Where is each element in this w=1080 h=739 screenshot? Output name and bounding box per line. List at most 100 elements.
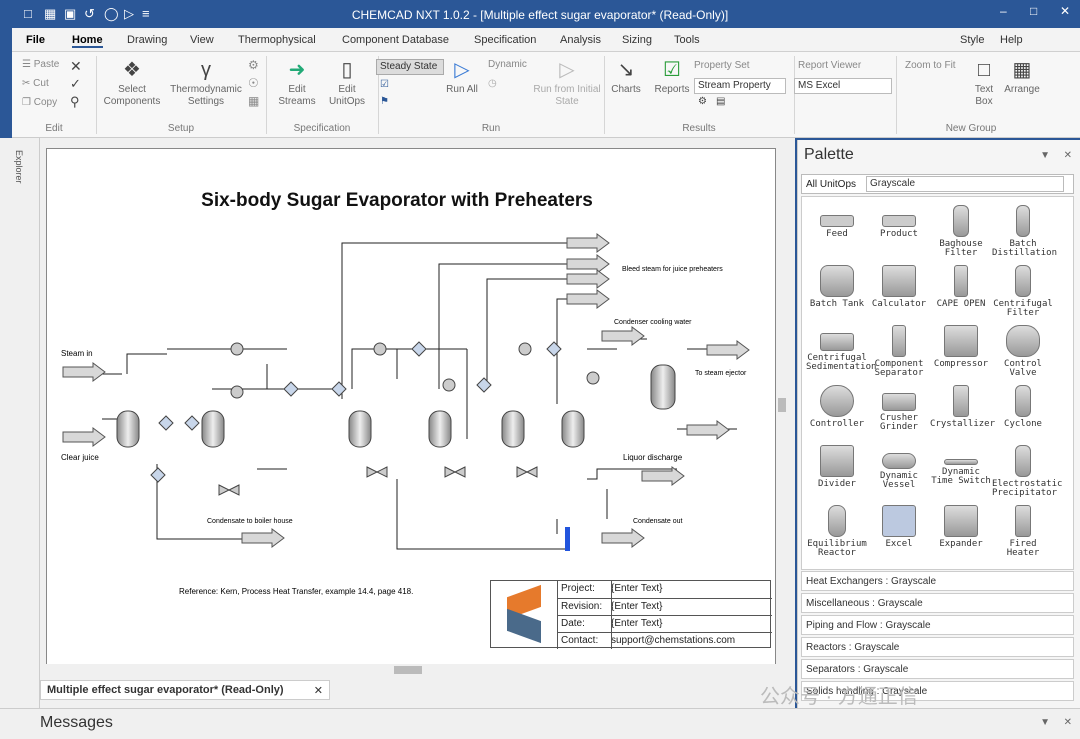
tab-home[interactable]: Home (72, 34, 103, 48)
palette-item-fired-heater[interactable]: Fired Heater (992, 501, 1054, 561)
dynamic-button[interactable]: Dynamic (488, 59, 527, 70)
run-all-button[interactable]: ▷Run All (444, 58, 480, 96)
tab-component-database[interactable]: Component Database (342, 34, 450, 46)
close-panel-icon[interactable]: ✕ (1063, 150, 1072, 161)
redo-icon[interactable]: ◯ (104, 6, 119, 21)
palette-item-batch-distillation[interactable]: Batch Distillation (992, 201, 1057, 261)
gear-icon[interactable]: ⚙ (698, 96, 707, 107)
grid-icon[interactable]: ▦ (248, 94, 260, 108)
palette-category-piping-flow[interactable]: Piping and Flow : Grayscale (801, 615, 1074, 635)
contact-value[interactable]: support@chemstations.com (611, 635, 736, 646)
delete-icon[interactable]: ✕ (70, 58, 82, 74)
steady-state-button[interactable]: Steady State (376, 59, 444, 75)
help-menu[interactable]: Help (1000, 34, 1023, 46)
palette-item-label: Dynamic Vessel (880, 471, 918, 490)
close-button[interactable]: ✕ (1060, 4, 1071, 18)
palette-style-select[interactable]: Grayscale (866, 176, 1064, 192)
palette-item-divider[interactable]: Divider (806, 441, 868, 501)
palette-item-equilibrium-reactor[interactable]: Equilibrium Reactor (806, 501, 868, 561)
scroll-thumb[interactable] (394, 666, 422, 674)
text-box-button[interactable]: □Text Box (968, 58, 1000, 108)
pin-icon[interactable]: ▼ (1040, 717, 1050, 728)
palette-item-feed[interactable]: Feed (806, 201, 868, 261)
palette-item-electrostatic-precipitator[interactable]: Electrostatic Precipitator (992, 441, 1062, 501)
globe-icon[interactable]: ☉ (248, 76, 259, 90)
cut-button[interactable]: ✂ Cut (22, 78, 49, 89)
palette-item-dynamic-vessel[interactable]: Dynamic Vessel (868, 441, 930, 501)
scroll-thumb[interactable] (778, 398, 786, 412)
table-icon[interactable]: ▤ (716, 96, 726, 107)
edit-unitops-button[interactable]: ▯Edit UnitOps (324, 58, 370, 108)
reports-button[interactable]: ☑Reports (650, 58, 694, 96)
tab-tools[interactable]: Tools (674, 34, 700, 46)
paste-button[interactable]: ☰ Paste (22, 59, 60, 70)
palette-item-component-separator[interactable]: Component Separator (868, 321, 930, 381)
palette-item-label: Compressor (933, 359, 989, 369)
zoom-to-fit-button[interactable]: Zoom to Fit (905, 60, 956, 71)
explorer-tab[interactable]: Explorer (14, 150, 24, 184)
customize-icon[interactable]: ≡ (142, 6, 150, 21)
tab-file[interactable]: File (26, 34, 45, 46)
project-value[interactable]: {Enter Text} (611, 583, 663, 594)
flowsheet-canvas[interactable]: Six-body Sugar Evaporator with Preheater… (46, 148, 776, 676)
palette-item-cape-open[interactable]: CAPE OPEN (930, 261, 992, 321)
tab-view[interactable]: View (190, 34, 214, 46)
tab-sizing[interactable]: Sizing (622, 34, 652, 46)
palette-item-centrifugal-filter[interactable]: Centrifugal Filter (992, 261, 1054, 321)
pin-icon[interactable]: ▼ (1040, 150, 1050, 161)
palette-item-baghouse-filter[interactable]: Baghouse Filter (930, 201, 992, 261)
report-viewer-select[interactable]: MS Excel (794, 78, 892, 94)
undo-icon[interactable]: ↺ (84, 6, 95, 21)
copy-button[interactable]: ❐ Copy (22, 97, 58, 108)
run-from-initial-state-button[interactable]: ▷Run from Initial State (532, 58, 602, 108)
palette-item-compressor[interactable]: Compressor (930, 321, 992, 381)
run-icon[interactable]: ▷ (124, 6, 134, 21)
tab-thermophysical[interactable]: Thermophysical (238, 34, 316, 46)
palette-item-cyclone[interactable]: Cyclone (992, 381, 1054, 441)
close-panel-icon[interactable]: ✕ (1063, 717, 1072, 728)
palette-category-reactors[interactable]: Reactors : Grayscale (801, 637, 1074, 657)
palette-category-miscellaneous[interactable]: Miscellaneous : Grayscale (801, 593, 1074, 613)
palette-item-controller[interactable]: Controller (806, 381, 868, 441)
palette-item-product[interactable]: Product (868, 201, 930, 261)
check-box-icon[interactable]: ☑ (380, 79, 389, 90)
select-components-button[interactable]: ❖Select Components (100, 58, 164, 108)
save-icon[interactable]: ▣ (64, 6, 77, 21)
revision-value[interactable]: {Enter Text} (611, 601, 663, 612)
flag-icon[interactable]: ⚑ (380, 96, 389, 107)
palette-item-control-valve[interactable]: Control Valve (992, 321, 1054, 381)
open-icon[interactable]: ▦ (44, 6, 57, 21)
find-icon[interactable]: ⚲ (70, 94, 80, 109)
maximize-button[interactable]: □ (1030, 4, 1038, 18)
tab-specification[interactable]: Specification (474, 34, 537, 46)
palette-category-heat-exchangers[interactable]: Heat Exchangers : Grayscale (801, 571, 1074, 591)
date-value[interactable]: {Enter Text} (611, 618, 663, 629)
horizontal-scrollbar[interactable] (46, 664, 776, 676)
check-icon[interactable]: ✓ (70, 76, 81, 91)
tab-drawing[interactable]: Drawing (127, 34, 168, 46)
vertical-scrollbar[interactable] (776, 148, 788, 663)
style-menu[interactable]: Style (960, 34, 985, 46)
palette-category-separators[interactable]: Separators : Grayscale (801, 659, 1074, 679)
palette-item-dynamic-time-switch[interactable]: Dynamic Time Switch (930, 441, 992, 501)
stream-property-select[interactable]: Stream Property (694, 78, 786, 94)
palette-item-expander[interactable]: Expander (930, 501, 992, 561)
document-tab[interactable]: Multiple effect sugar evaporator* (Read-… (40, 680, 330, 700)
palette-item-centrifugal-sedimentation[interactable]: Centrifugal Sedimentation (806, 321, 876, 381)
arrange-button[interactable]: ▦Arrange (1002, 58, 1042, 96)
palette-item-batch-tank[interactable]: Batch Tank (806, 261, 868, 321)
palette-category-solids-handling[interactable]: Solids handling : Grayscale (801, 681, 1074, 701)
clock-icon[interactable]: ◷ (488, 78, 497, 89)
palette-item-crystallizer[interactable]: Crystallizer (930, 381, 995, 441)
palette-item-excel[interactable]: Excel (868, 501, 930, 561)
close-tab-icon[interactable]: ✕ (313, 685, 323, 697)
new-file-icon[interactable]: □ (24, 6, 32, 21)
minimize-button[interactable]: – (1000, 4, 1007, 18)
palette-item-crusher-grinder[interactable]: Crusher Grinder (868, 381, 930, 441)
tab-analysis[interactable]: Analysis (560, 34, 601, 46)
palette-item-calculator[interactable]: Calculator (868, 261, 930, 321)
settings-icon[interactable]: ⚙ (248, 58, 259, 72)
charts-button[interactable]: ↘Charts (608, 58, 644, 96)
edit-streams-button[interactable]: ➜Edit Streams (274, 58, 320, 108)
